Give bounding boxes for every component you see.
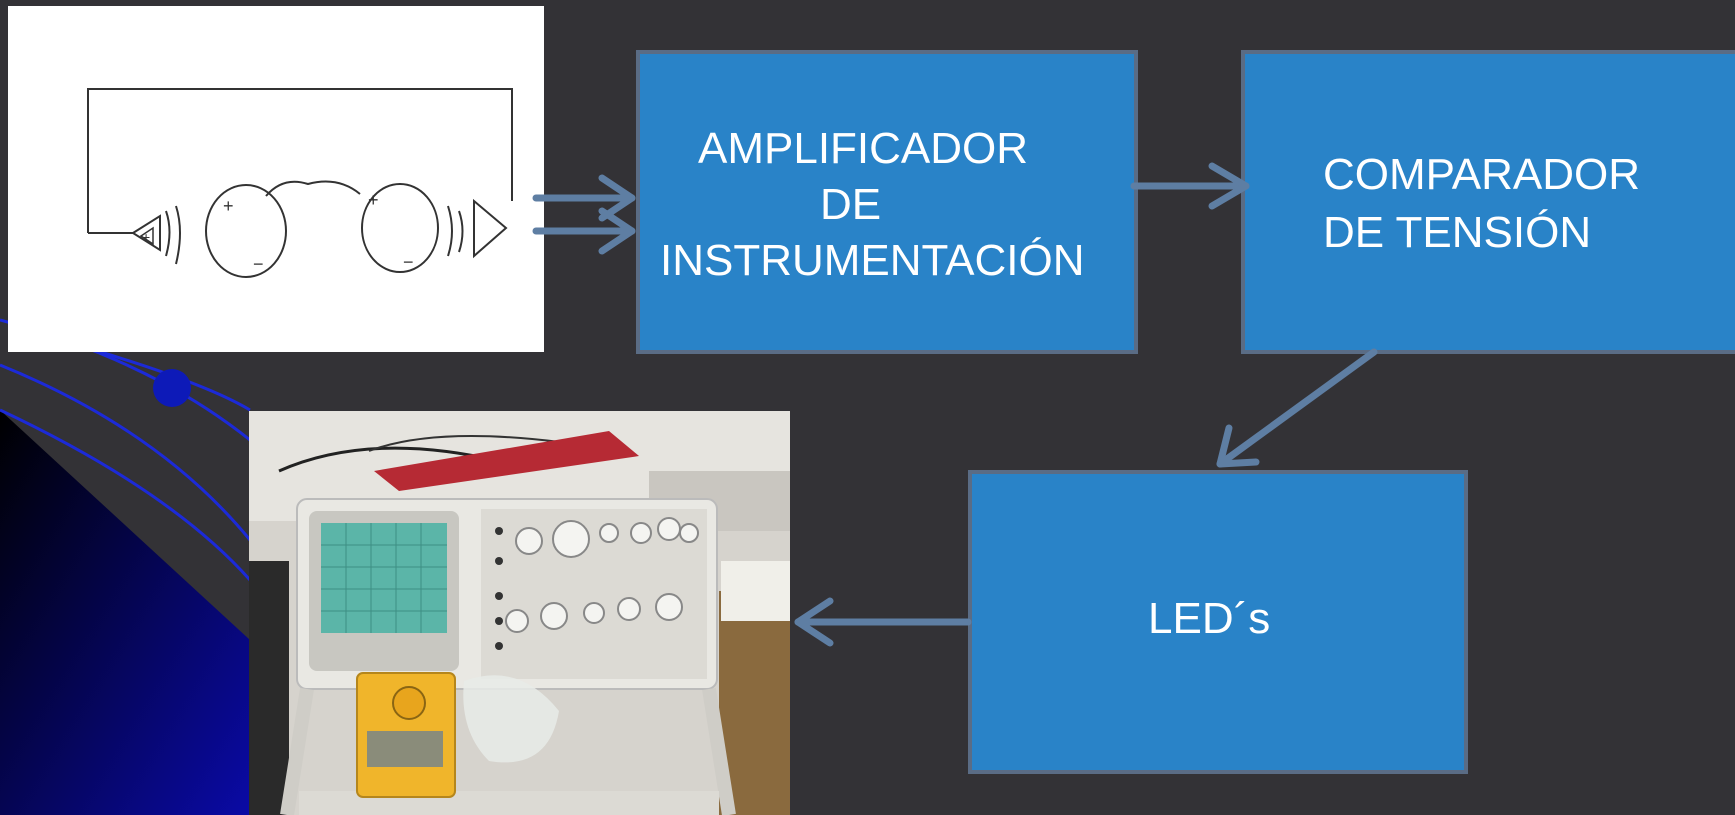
- oscilloscope-illustration: [249, 411, 790, 815]
- plus-label-left: +: [223, 196, 234, 216]
- opamp-plus-sign: +: [142, 229, 150, 245]
- electrode-circuit-image: + − + − +: [8, 6, 544, 352]
- amplifier-label-line1: AMPLIFICADOR: [698, 124, 1029, 173]
- comparator-label-line1: COMPARADOR: [1323, 150, 1640, 199]
- amplifier-label-line3: INSTRUMENTACIÓN: [660, 236, 1085, 285]
- blue-gradient-wedge: [0, 410, 250, 815]
- deco-curve: [0, 363, 252, 541]
- amplifier-label-line2: DE: [820, 180, 882, 229]
- comparator-label-line2: DE TENSIÓN: [1323, 208, 1592, 257]
- deco-curve: [0, 408, 252, 581]
- minus-label-right: −: [403, 252, 414, 272]
- leds-block: LED´s: [968, 470, 1468, 774]
- circuit-drawing: + − + − +: [87, 88, 513, 278]
- deco-circle: [153, 369, 191, 407]
- instrumentation-amplifier-block: AMPLIFICADOR DE INSTRUMENTACIÓN: [636, 50, 1138, 354]
- oscilloscope-photo: [249, 411, 790, 815]
- voltage-comparator-block: COMPARADOR DE TENSIÓN: [1241, 50, 1735, 354]
- minus-label-left: −: [253, 254, 264, 274]
- plus-label-right: +: [368, 190, 379, 210]
- leds-label: LED´s: [1148, 594, 1271, 643]
